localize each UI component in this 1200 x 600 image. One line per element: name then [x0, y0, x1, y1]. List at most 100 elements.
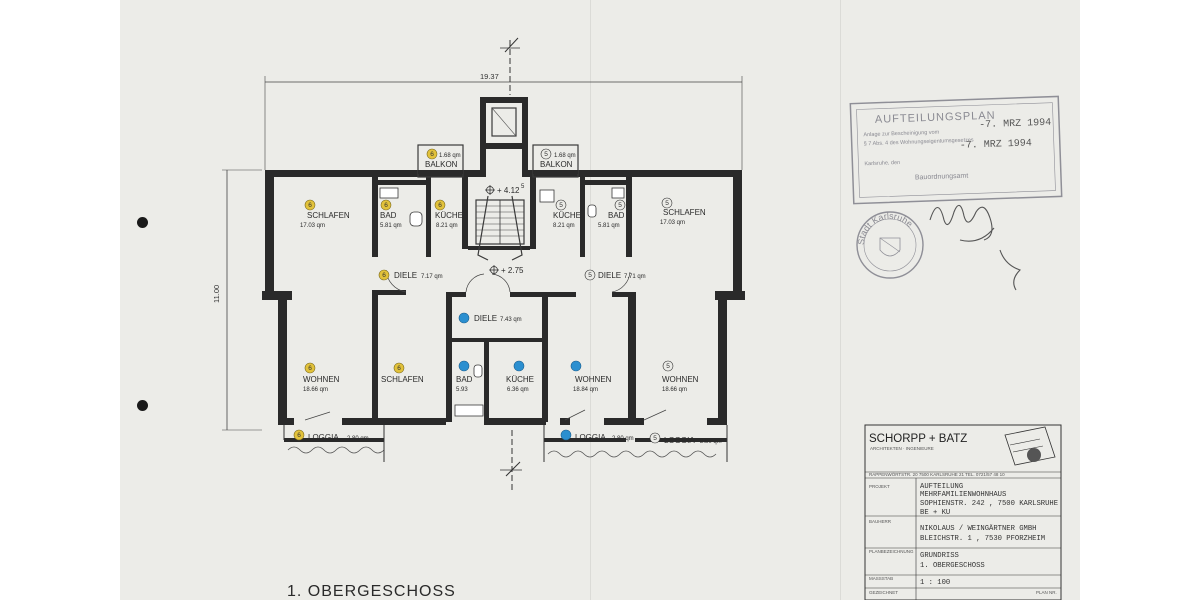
- level-marker-top: + 4.12 5: [485, 184, 525, 195]
- fixtures: [379, 187, 625, 417]
- stamp-line: Anlage zur Bescheinigung vom: [863, 130, 939, 139]
- level-top-label: + 4.12: [497, 186, 520, 195]
- drawn-key: GEZEICHNET: [869, 590, 898, 595]
- room-label: SCHLAFEN: [307, 211, 350, 220]
- balcony-left: [417, 144, 464, 178]
- signature: [929, 204, 1022, 291]
- title-block: SCHORPP + BATZ ARCHITEKTEN · INGENIEURE …: [864, 424, 1062, 600]
- room-label: KÜCHE: [506, 375, 534, 384]
- scale-value: 1 : 100: [920, 579, 950, 587]
- room-label: LOGGIA: [308, 433, 339, 442]
- stamp-office: Bauordnungsamt: [915, 173, 969, 182]
- svg-text:5: 5: [588, 272, 592, 279]
- drawing-title: 1. OBERGESCHOSS: [287, 583, 456, 600]
- svg-text:6: 6: [438, 202, 442, 209]
- room-area: 18.66 qm: [662, 387, 687, 393]
- svg-text:6: 6: [384, 202, 388, 209]
- punch-hole: [137, 217, 148, 228]
- room-label: BAD: [380, 211, 397, 220]
- room-label: DIELE: [474, 314, 497, 323]
- paper-fold: [590, 0, 591, 600]
- room-area: BALKON: [540, 160, 573, 169]
- room-area: 6.36 qm: [507, 387, 529, 393]
- svg-text:6: 6: [308, 202, 312, 209]
- bauherr-line: NIKOLAUS / WEINGÄRTNER GMBH: [920, 524, 1036, 533]
- dimension-height-label: 11.00: [212, 285, 221, 303]
- projekt-line: BE + KU: [920, 509, 950, 517]
- room-label: DIELE: [598, 271, 621, 280]
- projekt-line: AUFTEILUNG: [920, 483, 963, 491]
- room-markers: 6 6 6 6 5 5 5 5 6 5 6 6 5 6 5: [293, 148, 674, 444]
- room-label: DIELE: [394, 271, 417, 280]
- bauherr-line: BLEICHSTR. 1 , 7530 PFORZHEIM: [920, 535, 1045, 543]
- level-top-superscript: 5: [521, 184, 525, 190]
- plan-line: 1. OBERGESCHOSS: [920, 562, 985, 570]
- room-label: 1.68 qm: [554, 153, 576, 159]
- room-label: WOHNEN: [303, 375, 340, 384]
- svg-text:5: 5: [618, 202, 622, 209]
- exterior-walls: [262, 149, 745, 425]
- room-area: 5.81 qm: [598, 223, 620, 229]
- room-label: SCHLAFEN: [663, 208, 706, 217]
- firm-logo: [1004, 426, 1056, 466]
- svg-text:5: 5: [653, 435, 657, 442]
- svg-text:6: 6: [382, 272, 386, 279]
- svg-text:6: 6: [297, 432, 301, 439]
- room-area: 18.66 qm: [303, 387, 328, 393]
- room-area: 7.43 qm: [500, 317, 522, 323]
- projekt-line: MEHRFAMILIENWOHNHAUS: [920, 491, 1006, 499]
- room-area: 2.80 qm: [612, 436, 634, 442]
- room-label: BAD: [608, 211, 625, 220]
- interior-walls: [372, 177, 636, 422]
- svg-text:5: 5: [666, 363, 670, 370]
- svg-text:5: 5: [665, 200, 669, 207]
- room-area: 17.03 qm: [300, 223, 325, 229]
- room-area: 8.21 qm: [436, 223, 458, 229]
- stamp-heading: AUFTEILUNGSPLAN: [875, 110, 996, 126]
- city-seal: Stadt Karlsruhe: [856, 211, 924, 279]
- dimension-height: 11.00: [212, 169, 262, 431]
- room-label: SCHLAFEN: [381, 375, 424, 384]
- room-area: 7.17 qm: [421, 274, 443, 280]
- svg-text:6: 6: [397, 365, 401, 372]
- room-label: KÜCHE: [435, 211, 463, 220]
- projekt-key: PROJEKT: [869, 484, 890, 489]
- room-label: BAD: [456, 375, 473, 384]
- projekt-line: SOPHIENSTR. 242 , 7500 KARLSRUHE: [920, 500, 1058, 508]
- staircase: [475, 195, 525, 261]
- dimension-width-label: 19.37: [480, 72, 499, 81]
- paper-fold: [840, 0, 841, 600]
- level-mid-label: + 2.75: [501, 266, 524, 275]
- room-area: 5.93: [456, 387, 468, 393]
- loggia-railings: [283, 425, 728, 462]
- section-marker-top: [500, 37, 520, 95]
- room-area: 18.84 qm: [573, 387, 598, 393]
- room-label: 1.68 qm: [439, 153, 461, 159]
- stamp-date: -7. MRZ 1994: [979, 118, 1051, 132]
- room-label: WOHNEN: [575, 375, 612, 384]
- approval-stamp: AUFTEILUNGSPLAN Anlage zur Bescheinigung…: [849, 95, 1063, 205]
- firm-address: RAPPENWÖRTSTR. 20 7500 KARLSRUHE 21 TEL.…: [869, 471, 1005, 477]
- elevator-shaft: [480, 97, 528, 149]
- bauherr-key: BAUHERR: [869, 519, 892, 524]
- room-area: 2.80 qm: [347, 436, 369, 442]
- level-marker-mid: + 2.75: [489, 265, 524, 275]
- svg-text:6: 6: [430, 151, 434, 158]
- firm-subtitle: ARCHITEKTEN · INGENIEURE: [870, 446, 934, 451]
- scale-key: MASSSTAB: [869, 576, 893, 581]
- plan-key: PLANBEZEICHNUNG: [869, 549, 914, 554]
- room-area: 17.03 qm: [660, 220, 685, 226]
- plan-no-key: PLAN NR.: [1036, 590, 1057, 595]
- room-label: WOHNEN: [662, 375, 699, 384]
- room-label: LOGGIA: [575, 433, 606, 442]
- punch-hole: [137, 400, 148, 411]
- room-labels: SCHLAFEN 17.03 qm BAD 5.81 qm KÜCHE 8.21…: [300, 153, 722, 445]
- room-label: KÜCHE: [553, 211, 581, 220]
- firm-name: SCHORPP + BATZ: [869, 433, 967, 445]
- seal-text: Stadt Karlsruhe: [856, 211, 915, 245]
- room-area: BALKON: [425, 160, 458, 169]
- room-label: LOGGIA: [664, 436, 695, 445]
- svg-text:5: 5: [559, 202, 563, 209]
- svg-text:5: 5: [544, 151, 548, 158]
